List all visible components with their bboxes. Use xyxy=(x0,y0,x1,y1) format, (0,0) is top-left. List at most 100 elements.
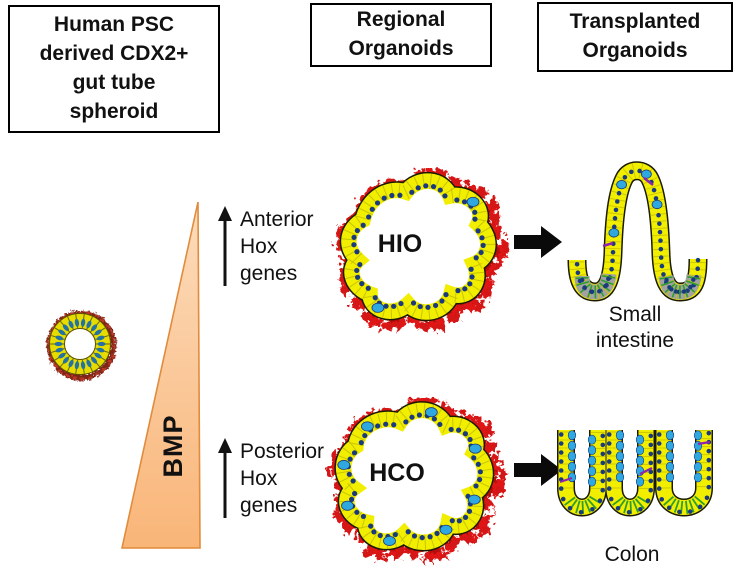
crypt-base-mark xyxy=(564,496,576,506)
nucleus xyxy=(706,457,712,463)
nucleus xyxy=(347,456,353,462)
nucleus xyxy=(575,270,581,276)
nucleus xyxy=(560,496,566,502)
nucleus xyxy=(477,469,483,475)
goblet-cell xyxy=(665,440,675,451)
nucleus xyxy=(448,426,454,433)
nucleus xyxy=(350,478,356,484)
goblet-cell xyxy=(587,476,597,487)
nucleus xyxy=(377,532,383,539)
nucleus xyxy=(645,498,651,504)
cell-divider xyxy=(342,447,356,458)
hio-to-small-intestine-arrow-icon xyxy=(514,226,562,258)
nucleus xyxy=(648,433,654,439)
cell-divider xyxy=(616,176,631,184)
spheroid-illustration xyxy=(45,309,115,379)
spheroid-nucleus xyxy=(94,329,102,336)
spheroid-nucleus xyxy=(68,320,74,329)
cell-divider xyxy=(605,254,621,257)
transplanted-box-line: Organoids xyxy=(582,39,688,62)
transplanted-box-line: Transplanted xyxy=(569,10,701,34)
nucleus xyxy=(475,461,481,467)
crypt-base-mark xyxy=(688,499,695,513)
goblet-cell xyxy=(467,494,481,505)
nucleus xyxy=(478,249,484,256)
nucleus xyxy=(648,460,654,466)
nucleus xyxy=(656,486,662,491)
nucleus xyxy=(574,261,580,267)
spheroid-mesenchyme-ring xyxy=(45,309,115,379)
nucleus xyxy=(375,423,381,429)
nucleus xyxy=(580,277,585,283)
crypt-base-mark xyxy=(663,495,675,506)
nucleus xyxy=(648,478,654,484)
nucleus xyxy=(349,496,355,502)
cell-divider xyxy=(598,282,610,295)
spheroid-nucleus xyxy=(62,356,69,364)
small-intestine-illustration xyxy=(567,161,708,302)
nucleus xyxy=(658,246,664,252)
spheroid-nucleus xyxy=(68,359,74,368)
cell-divider xyxy=(353,511,362,526)
nucleus xyxy=(430,183,437,190)
nucleus xyxy=(352,490,358,497)
nucleus xyxy=(578,509,584,515)
goblet-cell xyxy=(651,199,663,210)
nucleus xyxy=(425,304,431,310)
cell-divider xyxy=(473,452,486,463)
goblet-cell xyxy=(615,430,625,441)
spheroid-nucleus xyxy=(58,352,66,359)
nucleus xyxy=(449,518,455,524)
nucleus xyxy=(365,285,371,291)
nucleus xyxy=(391,303,397,309)
nucleus xyxy=(666,505,672,511)
cell-divider xyxy=(429,173,433,189)
cell-divider xyxy=(395,415,405,429)
nucleus xyxy=(456,427,462,433)
nucleus xyxy=(567,505,573,511)
nucleus xyxy=(437,187,443,193)
nucleus xyxy=(695,266,700,272)
nucleus xyxy=(558,441,564,446)
nucleus xyxy=(360,513,367,520)
cell-divider xyxy=(655,268,671,273)
nucleus xyxy=(610,249,616,255)
cell-divider xyxy=(571,273,586,278)
goblet-cell xyxy=(567,430,577,441)
villus-outline xyxy=(567,161,708,302)
cell-divider xyxy=(460,287,466,302)
nucleus xyxy=(456,518,462,524)
crypt-base-mark xyxy=(685,280,699,287)
nucleus xyxy=(656,432,662,437)
nucleus xyxy=(369,206,375,212)
crypt-base-mark xyxy=(632,500,639,513)
cell-divider xyxy=(608,212,624,215)
psc-box-line: Human PSC xyxy=(53,13,175,37)
nucleus xyxy=(658,238,663,243)
nucleus xyxy=(606,276,611,282)
nucleus xyxy=(433,302,439,309)
goblet-cell xyxy=(693,461,703,472)
nucleus xyxy=(351,450,358,456)
nucleus xyxy=(354,227,360,234)
cell-divider xyxy=(460,516,469,531)
paneth-mark xyxy=(559,476,573,484)
nucleus xyxy=(687,509,693,514)
colon-crypt xyxy=(656,430,712,515)
spheroid-nucleus xyxy=(91,324,98,332)
nucleus xyxy=(606,432,612,437)
nucleus xyxy=(688,284,693,290)
nucleus xyxy=(354,274,361,280)
nucleus xyxy=(423,183,429,189)
nucleus xyxy=(415,185,421,191)
nucleus xyxy=(354,249,360,255)
goblet-cell xyxy=(615,472,625,483)
nucleus xyxy=(392,531,398,538)
goblet-cell xyxy=(693,472,703,483)
paneth-mark xyxy=(697,440,711,446)
nucleus xyxy=(354,509,360,515)
nucleus xyxy=(558,486,564,491)
cell-divider xyxy=(569,267,585,271)
goblet-cell xyxy=(616,180,628,190)
nucleus xyxy=(648,451,654,457)
